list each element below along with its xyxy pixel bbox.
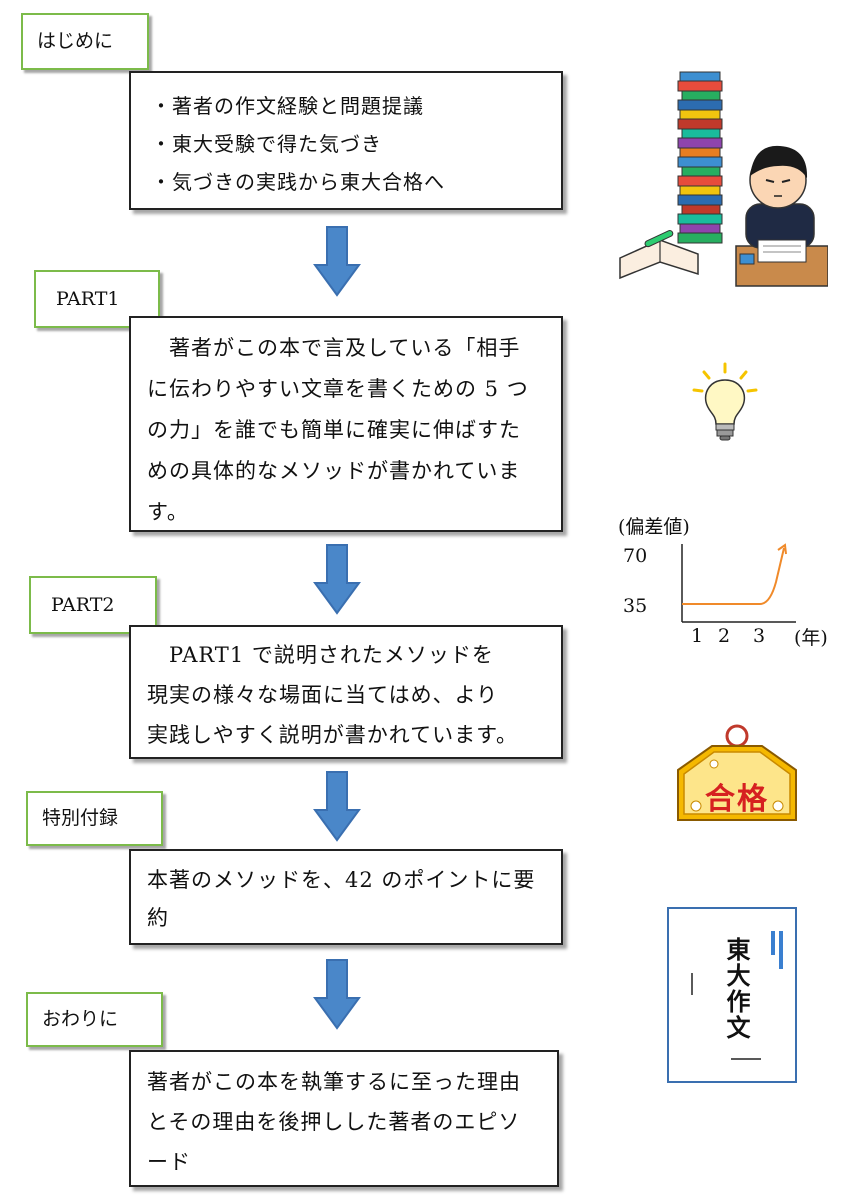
- intro-item: ・東大受験で得た気づき: [151, 132, 382, 156]
- section-label-part1: PART1: [34, 270, 160, 328]
- book-title: 東大作文: [722, 937, 750, 1041]
- section-label-appendix: 特別付録: [26, 791, 163, 846]
- part1-line: 著者がこの本で言及している「相手: [169, 336, 521, 360]
- section-box-part2: PART1 で説明されたメソッドを 現実の様々な場面に当てはめ、より 実践しやす…: [129, 625, 563, 759]
- section-label-outro-text: おわりに: [42, 1008, 119, 1030]
- section-label-part1-text: PART1: [56, 287, 120, 310]
- outro-line: ード: [147, 1150, 191, 1174]
- section-box-outro: 著者がこの本を執筆するに至った理由 とその理由を後押しした著者のエピソ ード: [129, 1050, 559, 1187]
- ema-plaque-icon: [677, 724, 797, 821]
- graph-plot: [681, 543, 796, 623]
- part1-line: に伝わりやすい文章を書くための 5 つ: [147, 377, 529, 401]
- section-label-outro: おわりに: [26, 992, 163, 1047]
- part2-line: 現実の様々な場面に当てはめ、より: [147, 683, 499, 707]
- graph-xtick: 2: [718, 625, 731, 647]
- down-arrow-icon: [313, 226, 361, 297]
- intro-item: ・著者の作文経験と問題提議: [151, 94, 424, 118]
- section-box-part1: 著者がこの本で言及している「相手 に伝わりやすい文章を書くための 5 つ の力」…: [129, 316, 563, 532]
- intro-item: ・気づきの実践から東大合格へ: [151, 170, 445, 194]
- student-studying-illustration: [619, 71, 828, 287]
- ema-plaque: 合格: [672, 722, 802, 826]
- graph-xlabel: (年): [794, 627, 828, 649]
- appendix-line: 本著のメソッドを、42 のポイントに要: [147, 868, 536, 892]
- appendix-line: 約: [147, 906, 169, 930]
- down-arrow-icon: [313, 771, 361, 842]
- outro-line: 著者がこの本を執筆するに至った理由: [147, 1070, 521, 1094]
- section-label-intro: はじめに: [21, 13, 149, 70]
- book-cover-decoration: [691, 931, 783, 1060]
- graph-xtick: 3: [753, 625, 766, 647]
- section-label-appendix-text: 特別付録: [42, 807, 119, 829]
- part2-line: PART1 で説明されたメソッドを: [169, 643, 494, 667]
- graph-line: [682, 547, 785, 605]
- section-label-intro-text: はじめに: [37, 30, 114, 52]
- book-cover: 東大作文: [667, 907, 797, 1083]
- deviation-graph: (偏差値) 70 35 1 2 3 (年): [618, 512, 849, 652]
- section-box-appendix: 本著のメソッドを、42 のポイントに要 約: [129, 849, 563, 945]
- open-book-icon: [619, 230, 699, 280]
- part1-line: す。: [147, 500, 189, 524]
- part1-line: の力」を誰でも簡単に確実に伸ばすた: [147, 418, 521, 442]
- section-label-part2-text: PART2: [51, 593, 115, 616]
- down-arrow-icon: [313, 959, 361, 1030]
- graph-xtick: 1: [691, 625, 704, 647]
- section-label-part2: PART2: [29, 576, 157, 634]
- graph-ylabel: (偏差値): [618, 516, 690, 538]
- student-icon: [739, 145, 815, 265]
- part2-line: 実践しやすく説明が書かれています。: [147, 723, 519, 747]
- section-box-intro: ・著者の作文経験と問題提議 ・東大受験で得た気づき ・気づきの実践から東大合格へ: [129, 71, 563, 210]
- ema-text: 合格: [705, 782, 769, 817]
- down-arrow-icon: [313, 544, 361, 615]
- part1-line: めの具体的なメソッドが書かれていま: [147, 459, 521, 483]
- light-bulb-icon: [692, 362, 758, 441]
- book-stack-icon: [677, 71, 723, 244]
- outro-line: とその理由を後押しした著者のエピソ: [147, 1110, 521, 1134]
- graph-ytick: 70: [623, 545, 648, 567]
- graph-ytick: 35: [623, 595, 648, 617]
